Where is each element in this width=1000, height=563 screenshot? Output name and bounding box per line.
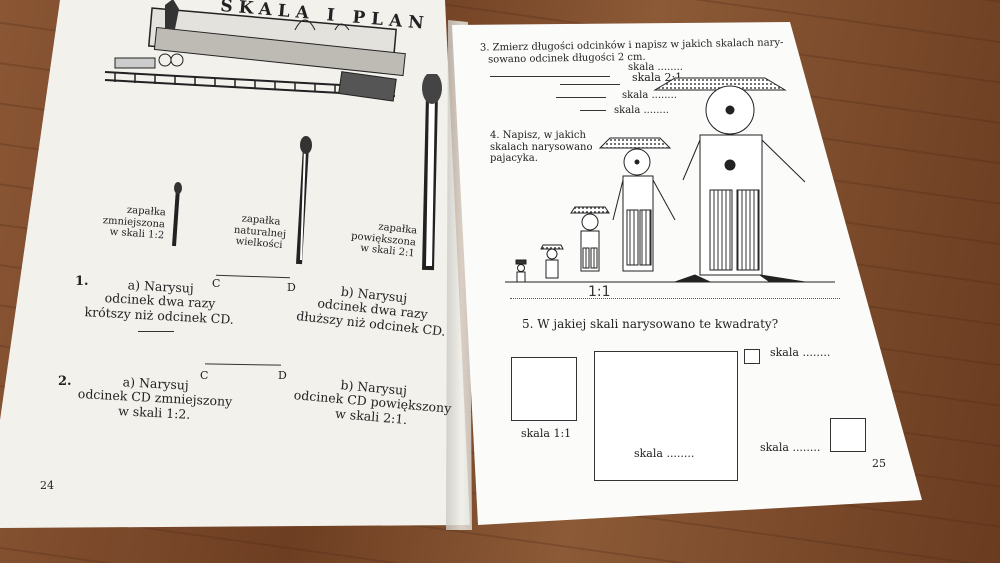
task4-handwritten-answer: 1:1 xyxy=(588,284,611,300)
match-small-icon xyxy=(172,182,182,247)
match-natural-icon xyxy=(296,136,312,265)
clown-medium xyxy=(598,137,676,272)
task2-point-c: C xyxy=(200,369,209,382)
square-1-label: skala 1:1 xyxy=(521,427,572,440)
match-enlarged-icon xyxy=(422,74,442,271)
task5-title: 5. W jakiej skali narysowano te kwadraty… xyxy=(522,317,779,331)
task3-segment-1 xyxy=(490,76,610,77)
square-1 xyxy=(511,357,577,421)
square-4 xyxy=(830,418,866,452)
banner-illustration xyxy=(104,0,406,102)
right-page-number: 25 xyxy=(872,457,886,470)
task3-segment-3 xyxy=(556,97,606,98)
task3-answer-2: skala 2:1 xyxy=(632,71,683,84)
clown-tiny xyxy=(540,244,564,279)
clown-small xyxy=(570,206,610,272)
task3-answer-1: skala ........ xyxy=(628,62,683,73)
task3-answer-4: skala ........ xyxy=(614,105,669,116)
task3-segment-4 xyxy=(580,110,606,111)
task1-point-d: D xyxy=(287,281,296,294)
left-page-number: 24 xyxy=(40,479,54,492)
task1-point-c: C xyxy=(212,277,221,290)
clown-large xyxy=(653,77,806,283)
clowns-illustration xyxy=(505,77,835,283)
clown-mini xyxy=(515,259,527,283)
square-3-label: skala ........ xyxy=(770,346,831,359)
task2-point-d: D xyxy=(278,369,287,382)
square-2-label: skala ........ xyxy=(634,447,695,460)
task4-answer-line xyxy=(510,298,840,299)
square-4-label: skala ........ xyxy=(760,441,821,454)
task1-answer-segment xyxy=(138,331,174,332)
task3-segment-2 xyxy=(560,84,620,85)
square-3 xyxy=(744,349,760,364)
task1-number: 1. xyxy=(75,274,89,289)
task2-number: 2. xyxy=(58,374,72,389)
square-2 xyxy=(594,351,738,481)
task3-answer-3: skala ........ xyxy=(622,90,677,101)
